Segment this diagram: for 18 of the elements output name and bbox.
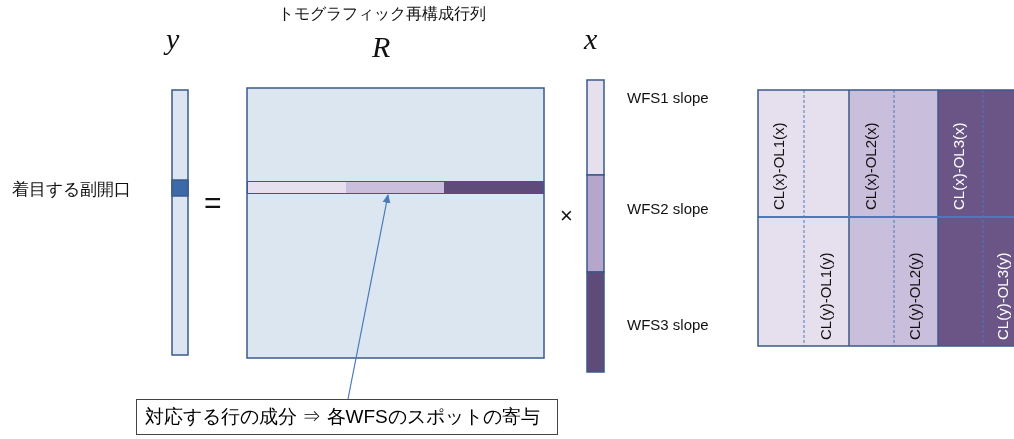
slope-label: WFS2 slope (627, 200, 709, 217)
row-label: 着目する副開口 (12, 179, 131, 201)
equals-sign: = (204, 186, 222, 220)
leader-arrow (347, 194, 391, 400)
callout-text: 対応する行の成分 ⇒ 各WFSのスポットの寄与 (145, 405, 540, 429)
column-label: CL(x)-OL3(x) (950, 121, 967, 210)
column-label: CL(x)-OL1(x) (770, 121, 787, 210)
column-label: CL(x)-OL2(x) (862, 121, 879, 210)
matrix-row (247, 181, 544, 194)
slope-label: WFS1 slope (627, 89, 709, 106)
column-label: CL(y)-OL1(y) (817, 251, 834, 340)
slope-label: WFS3 slope (627, 316, 709, 333)
times-sign: × (560, 203, 573, 229)
column-label: CL(y)-OL3(y) (994, 251, 1011, 340)
matrix-title: トモグラフィック再構成行列 (278, 4, 486, 24)
column-label: CL(y)-OL2(y) (906, 251, 923, 340)
vector-symbol: x (584, 22, 598, 56)
matrix-symbol: R (372, 30, 391, 64)
